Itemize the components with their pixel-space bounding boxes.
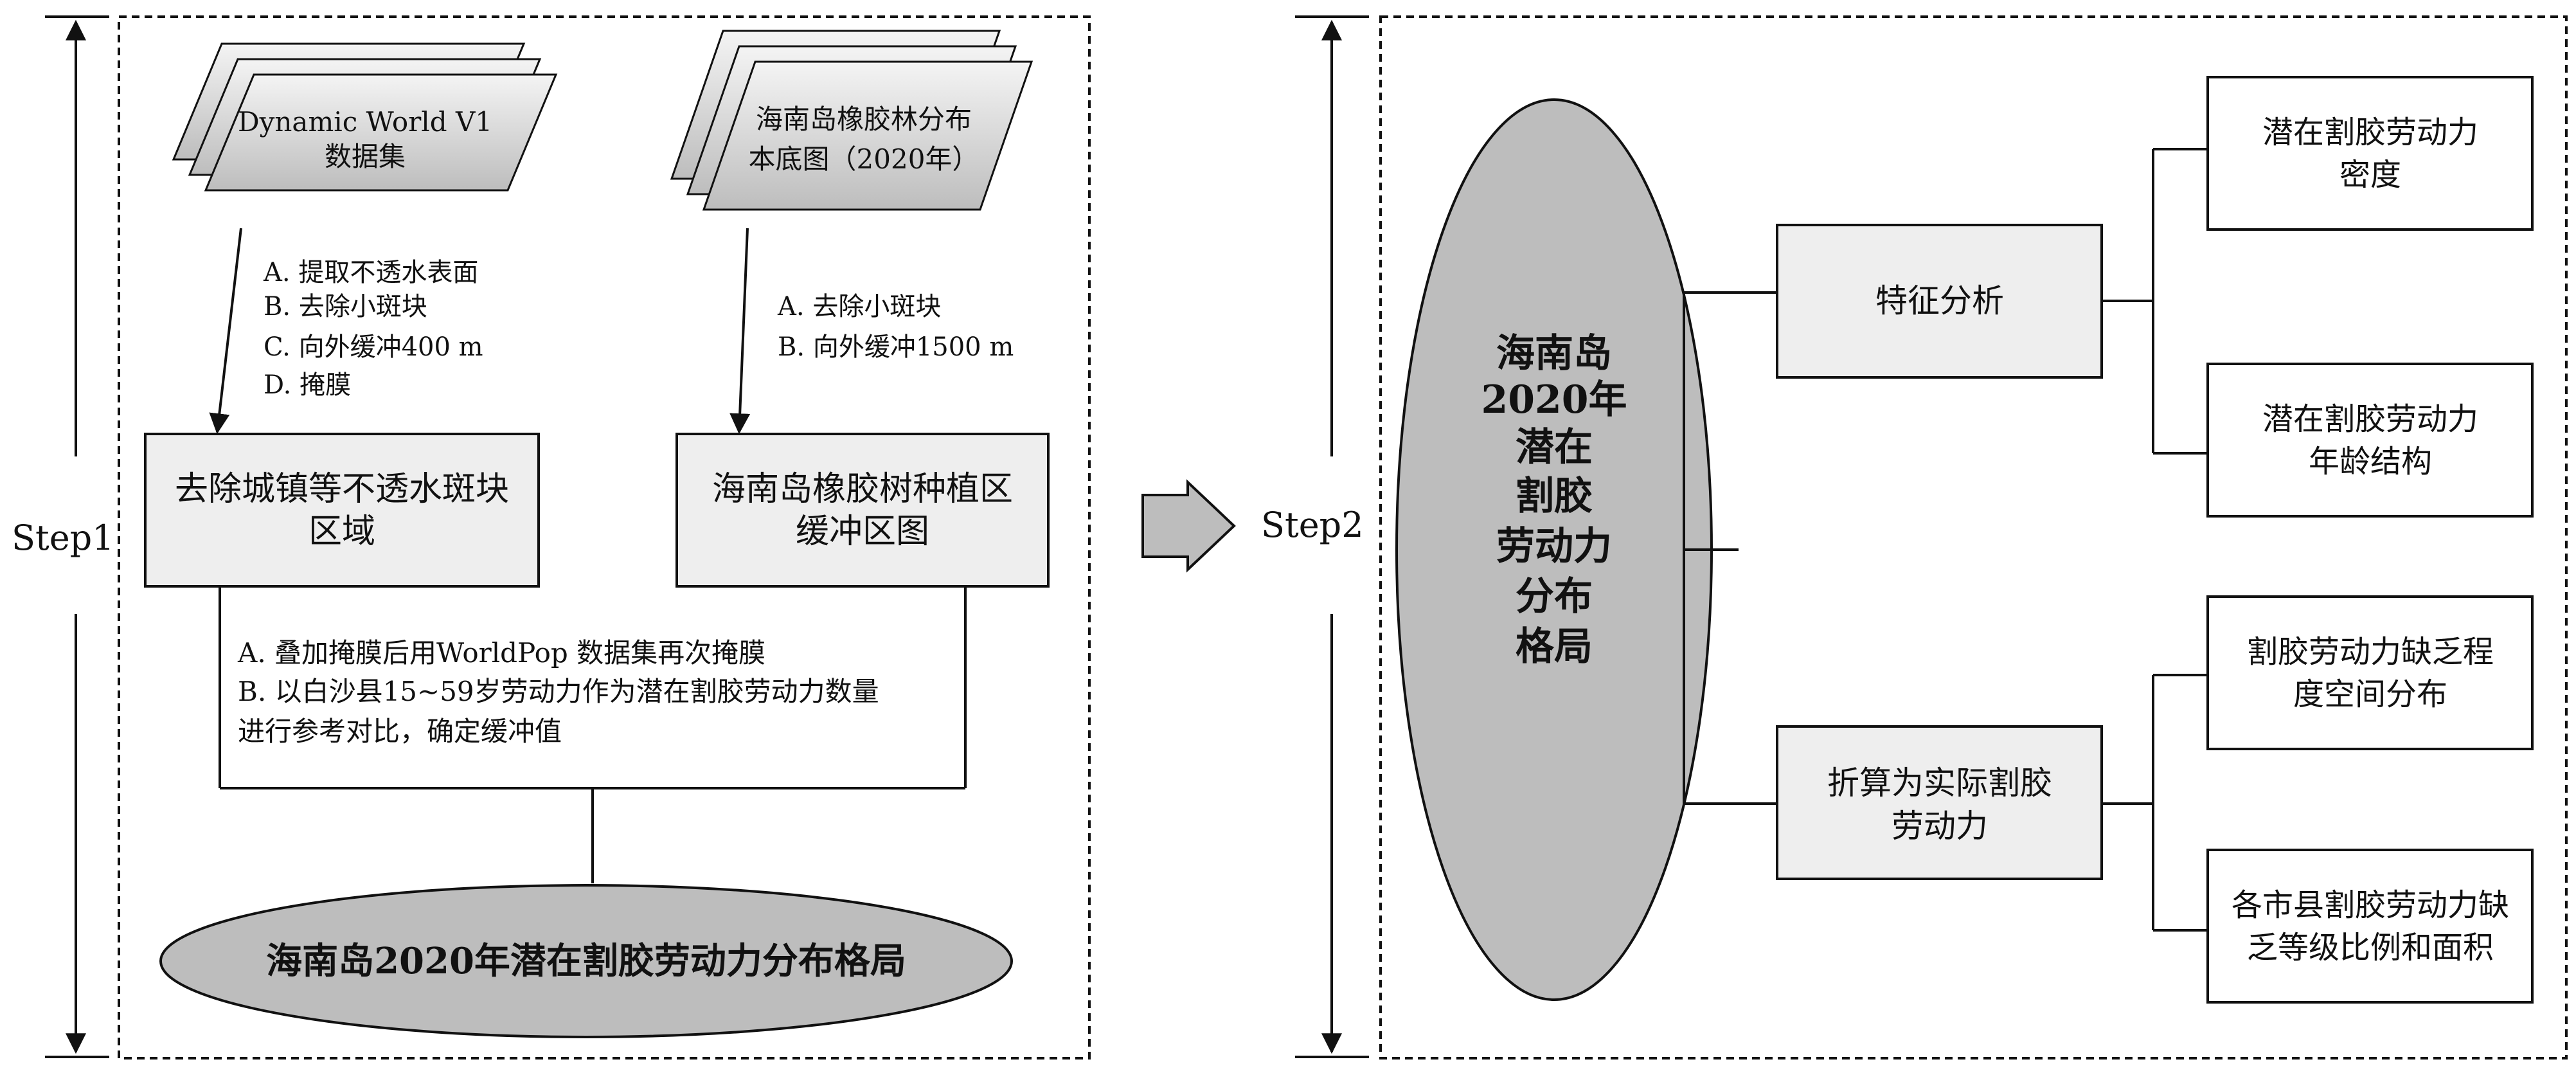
shortage-grade-line2: 乏等级比例和面积 — [2247, 930, 2494, 966]
step2-ellipse-line1: 海南岛 — [1496, 331, 1612, 376]
source-rubber-map: 海南岛橡胶林分布 本底图（2020年） — [670, 30, 1033, 211]
box-shortage-grade: 各市县割胶劳动力缺 乏等级比例和面积 — [2206, 849, 2534, 1004]
step2-timeline: Step2 — [1261, 15, 1369, 1058]
ops-left-c: C. 向外缓冲400 m — [264, 332, 483, 362]
step1-timeline: Step1 — [12, 15, 114, 1058]
step2-frame — [1379, 15, 2568, 1059]
step2-ellipse-line4: 割胶 — [1516, 474, 1593, 519]
step1-label: Step1 — [12, 518, 114, 558]
box-rubber-buffer: 海南岛橡胶树种植区 缓冲区图 — [675, 433, 1050, 588]
rubber-map-line1: 海南岛橡胶林分布 — [756, 104, 972, 135]
step2-ellipse-line5: 劳动力 — [1496, 524, 1612, 569]
result-ellipse: 海南岛2020年潜在割胶劳动力分布格局 — [159, 884, 1013, 1038]
convert-line1: 折算为实际割胶 — [1827, 764, 2052, 802]
box-urban-line1: 去除城镇等不透水斑块 — [175, 470, 509, 509]
step-transition-arrow — [1141, 479, 1236, 573]
rubber-map-line2: 本底图（2020年） — [749, 143, 979, 175]
step1-frame — [118, 15, 1091, 1059]
density-line2: 密度 — [2339, 157, 2401, 193]
box-age-structure: 潜在割胶劳动力 年龄结构 — [2206, 363, 2534, 518]
source-dynamic-world: Dynamic World V1 数据集 — [172, 42, 558, 192]
arrow-dynamic-to-urban — [209, 228, 242, 435]
ops-merge-b: B. 以白沙县15~59岁劳动力作为潜在割胶劳动力数量 — [238, 676, 879, 707]
box-buffer-line2: 缓冲区图 — [796, 512, 929, 551]
shortage-spatial-line2: 度空间分布 — [2293, 676, 2447, 712]
feature-analysis-label: 特征分析 — [1875, 282, 2004, 320]
ops-left-a: A. 提取不透水表面 — [263, 258, 478, 287]
step2-ellipse-line2: 2020年 — [1481, 377, 1627, 422]
ops-right-a: A. 去除小斑块 — [777, 292, 941, 321]
ops-merge: A. 叠加掩膜后用WorldPop 数据集再次掩膜 B. 以白沙县15~59岁劳… — [237, 637, 879, 747]
merge-connector — [219, 586, 967, 883]
density-line1: 潜在割胶劳动力 — [2262, 114, 2478, 150]
step2-label: Step2 — [1261, 505, 1364, 545]
ops-right-b: B. 向外缓冲1500 m — [778, 332, 1014, 362]
age-line2: 年龄结构 — [2309, 444, 2432, 480]
box-density: 潜在割胶劳动力 密度 — [2206, 76, 2534, 231]
box-urban-line2: 区域 — [309, 512, 375, 551]
box-buffer-line1: 海南岛橡胶树种植区 — [712, 470, 1013, 509]
dynamic-world-line2: 数据集 — [325, 141, 406, 172]
box-shortage-spatial: 割胶劳动力缺乏程 度空间分布 — [2206, 595, 2534, 750]
ops-right: A. 去除小斑块 B. 向外缓冲1500 m — [777, 292, 1014, 362]
step2-tree-connectors — [1683, 148, 2208, 932]
box-urban-removal: 去除城镇等不透水斑块 区域 — [144, 433, 540, 588]
ops-merge-a: A. 叠加掩膜后用WorldPop 数据集再次掩膜 — [237, 637, 765, 669]
arrow-rubber-to-buffer — [729, 228, 751, 435]
shortage-grade-line1: 各市县割胶劳动力缺 — [2232, 887, 2509, 923]
ops-left-d: D. 掩膜 — [264, 370, 351, 400]
ops-left-b: B. 去除小斑块 — [264, 292, 427, 321]
box-feature-analysis: 特征分析 — [1776, 224, 2103, 379]
dynamic-world-line1: Dynamic World V1 — [238, 106, 492, 138]
ops-merge-c: 进行参考对比，确定缓冲值 — [238, 716, 562, 747]
shortage-spatial-line1: 割胶劳动力缺乏程 — [2247, 634, 2494, 670]
age-line1: 潜在割胶劳动力 — [2262, 401, 2478, 437]
result-label: 海南岛2020年潜在割胶劳动力分布格局 — [266, 940, 906, 982]
ops-left: A. 提取不透水表面 B. 去除小斑块 C. 向外缓冲400 m D. 掩膜 — [263, 258, 483, 400]
step2-ellipse-line7: 格局 — [1516, 624, 1593, 669]
box-convert-actual: 折算为实际割胶 劳动力 — [1776, 725, 2103, 880]
step2-ellipse-line6: 分布 — [1516, 574, 1593, 619]
step2-ellipse-line3: 潜在 — [1516, 425, 1593, 470]
convert-line2: 劳动力 — [1892, 807, 1988, 845]
step2-ellipse: 海南岛 2020年 潜在 割胶 劳动力 分布 格局 — [1395, 98, 1713, 1001]
